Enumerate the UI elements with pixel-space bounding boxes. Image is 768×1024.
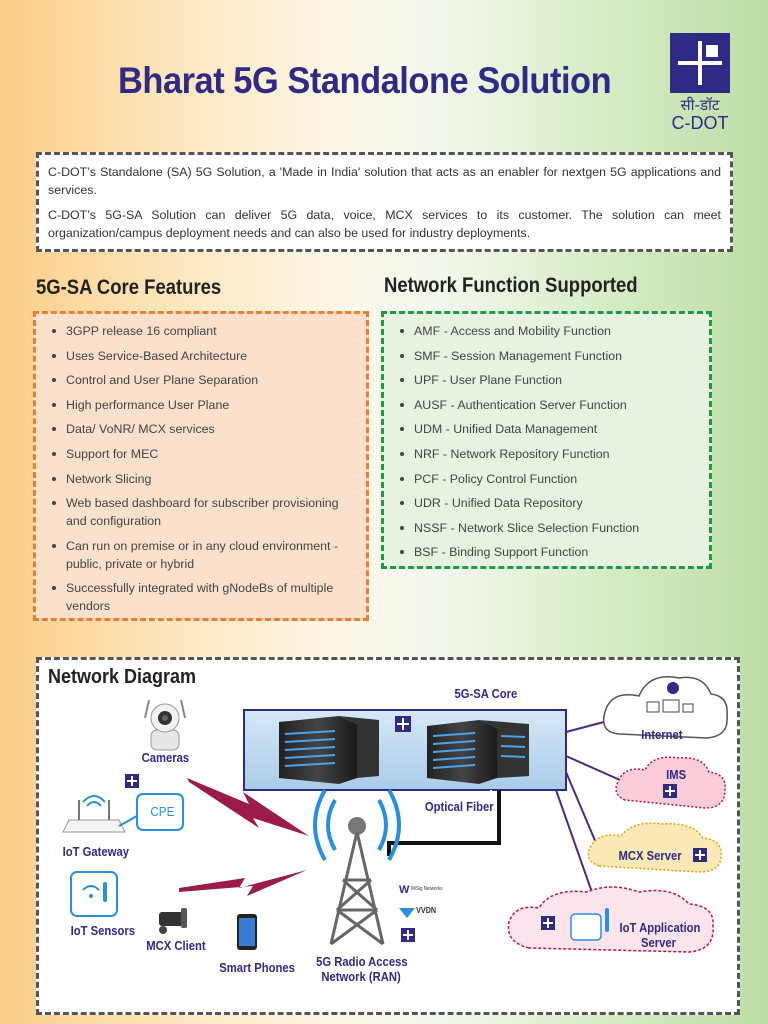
- intro-paragraph-1: C-DOT’s Standalone (SA) 5G Solution, a '…: [48, 165, 721, 197]
- wisig-logo-icon: W: [399, 884, 410, 896]
- iot-gateway-icon: [62, 795, 126, 833]
- iot-sensors-label: IoT Sensors: [70, 924, 135, 938]
- iot-gateway-label: IoT Gateway: [62, 845, 129, 859]
- camera-icon: [144, 699, 186, 751]
- smart-phone-icon: [237, 914, 257, 950]
- function-item: UDM - Unified Data Management: [400, 420, 699, 438]
- feature-item: Support for MEC: [52, 445, 356, 463]
- iot-sensor-icon: [70, 871, 118, 917]
- function-item: AUSF - Authentication Server Function: [400, 396, 699, 414]
- cdot-logo-hindi: सी-डॉट: [680, 96, 720, 114]
- mcx-server-label: MCX Server: [618, 849, 682, 863]
- intro-box: C-DOT’s Standalone (SA) 5G Solution, a '…: [36, 152, 733, 252]
- cdot-logo-english: C-DOT: [671, 113, 729, 133]
- feature-item: Web based dashboard for subscriber provi…: [52, 494, 356, 530]
- feature-item: Network Slicing: [52, 470, 356, 488]
- feature-item: Can run on premise or in any cloud envir…: [52, 537, 356, 573]
- internet-label: Internet: [641, 728, 683, 742]
- mcx-server-cloud-icon: [587, 822, 722, 873]
- function-item: PCF - Policy Control Function: [400, 470, 699, 488]
- iot-app-server-label-line1: IoT Application: [619, 921, 701, 935]
- feature-item: 3GPP release 16 compliant: [52, 322, 356, 340]
- optical-fiber-cable: [387, 790, 501, 856]
- core-label: 5G-SA Core: [454, 687, 518, 701]
- function-item: SMF - Session Management Function: [400, 347, 699, 365]
- ran-tower-icon: [313, 789, 401, 946]
- ims-cloud-icon: [615, 756, 726, 809]
- vvdn-logo-icon: [399, 908, 415, 918]
- wisig-label: WiSig Networks: [410, 886, 443, 892]
- diagram-graphics: W: [62, 676, 728, 953]
- optical-fiber-label: Optical Fiber: [424, 800, 494, 814]
- page-title: Bharat 5G Standalone Solution: [118, 60, 612, 101]
- ran-label-line2: Network (RAN): [321, 970, 401, 984]
- iot-application-server-cloud-icon: [507, 886, 714, 953]
- function-item: UPF - User Plane Function: [400, 371, 699, 389]
- function-item: BSF - Binding Support Function: [400, 543, 699, 561]
- intro-paragraph-2: C-DOT’s 5G-SA Solution can deliver 5G da…: [48, 208, 721, 240]
- gateway-cdot-logo-icon: [125, 774, 139, 788]
- smart-phones-label: Smart Phones: [219, 961, 295, 975]
- functions-list: AMF - Access and Mobility Function SMF -…: [384, 314, 709, 561]
- ran-cdot-logo-icon: [401, 928, 415, 942]
- function-item: AMF - Access and Mobility Function: [400, 322, 699, 340]
- features-list: 3GPP release 16 compliant Uses Service-B…: [36, 314, 366, 615]
- cameras-label: Cameras: [141, 751, 190, 765]
- function-item: UDR - Unified Data Repository: [400, 494, 699, 512]
- cpe-device-icon: [136, 793, 184, 831]
- function-item: NRF - Network Repository Function: [400, 445, 699, 463]
- lightning-bolt-icon: [187, 778, 309, 836]
- feature-item: High performance User Plane: [52, 396, 356, 414]
- ran-label-line1: 5G Radio Access: [316, 955, 408, 969]
- feature-item: Successfully integrated with gNodeBs of …: [52, 579, 356, 615]
- cpe-label: CPE: [150, 804, 175, 819]
- ims-label: IMS: [666, 768, 687, 782]
- core-cdot-logo-icon: [395, 716, 411, 732]
- iot-app-server-label-line2: Server: [640, 936, 676, 950]
- mcx-client-icon: [159, 908, 187, 934]
- svg-text:W: W: [399, 884, 410, 896]
- cdot-logo: सी-डॉट C-DOT: [660, 33, 740, 133]
- network-diagram: Network Diagram: [36, 657, 740, 1015]
- vvdn-label: VVDN: [416, 906, 437, 915]
- diagram-title: Network Diagram: [48, 666, 197, 688]
- cdot-logo-mark: [670, 33, 730, 93]
- internet-cloud-icon: [602, 676, 728, 739]
- feature-item: Control and User Plane Separation: [52, 371, 356, 389]
- features-box: 3GPP release 16 compliant Uses Service-B…: [33, 311, 369, 621]
- features-heading: 5G-SA Core Features: [36, 276, 222, 299]
- feature-item: Uses Service-Based Architecture: [52, 347, 356, 365]
- function-item: NSSF - Network Slice Selection Function: [400, 519, 699, 537]
- mcx-client-label: MCX Client: [146, 939, 206, 953]
- server-rack-right-icon: [427, 720, 529, 784]
- functions-heading: Network Function Supported: [384, 274, 638, 297]
- lightning-bolt-icon: [179, 870, 307, 896]
- functions-box: AMF - Access and Mobility Function SMF -…: [381, 311, 712, 569]
- feature-item: Data/ VoNR/ MCX services: [52, 420, 356, 438]
- server-rack-left-icon: [279, 716, 379, 784]
